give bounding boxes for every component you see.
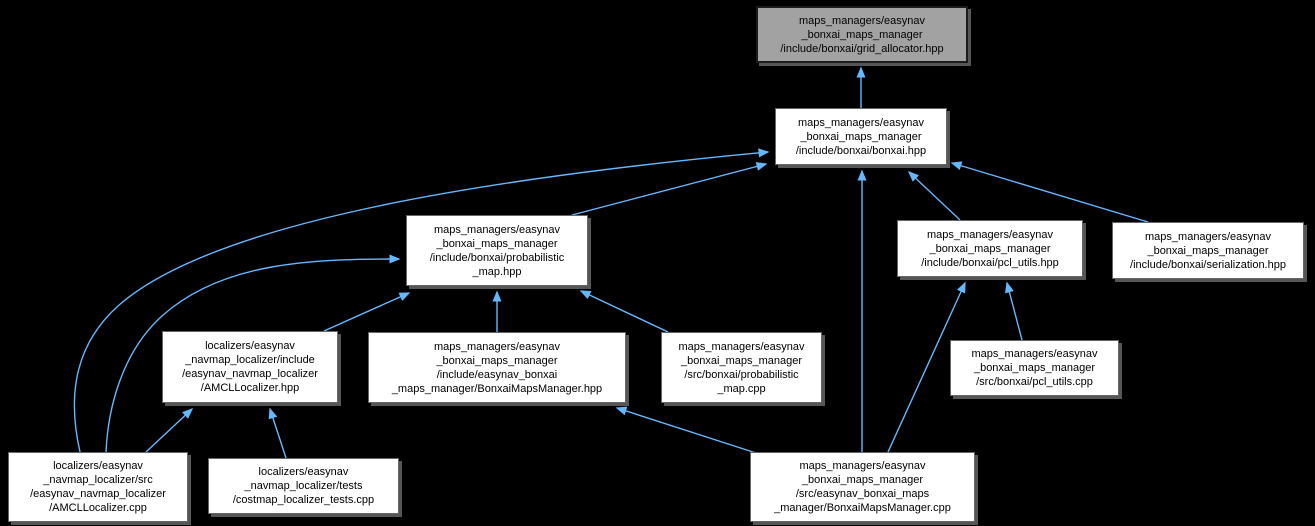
- node-bonxaimapsmanager-cpp[interactable]: maps_managers/easynav _bonxai_maps_manag…: [750, 452, 975, 522]
- node-costmap-localizer-tests-cpp[interactable]: localizers/easynav _navmap_localizer/tes…: [208, 458, 399, 514]
- edge-pcl-utils-cpp-to-pcl-utils-hpp: [1005, 281, 1023, 341]
- edge-amcllocalizer-cpp-to-amcllocalizer-hpp: [145, 407, 194, 453]
- node-grid-allocator-hpp[interactable]: maps_managers/easynav _bonxai_maps_manag…: [756, 6, 968, 63]
- node-probabilistic-map-cpp[interactable]: maps_managers/easynav _bonxai_maps_manag…: [661, 332, 822, 403]
- edge-amcllocalizer-hpp-to-probabilistic-map-hpp: [323, 292, 411, 332]
- edge-probabilistic-map-cpp-to-probabilistic-map-hpp: [579, 290, 669, 333]
- edge-bonxaimapsmanager-cpp-to-pcl-utils-hpp: [887, 281, 966, 453]
- edge-serialization-hpp-to-bonxai-hpp: [950, 161, 1149, 223]
- node-pcl-utils-hpp[interactable]: maps_managers/easynav _bonxai_maps_manag…: [897, 220, 1083, 277]
- edge-bonxaimapsmanager-cpp-to-bonxaimapsmanager-hpp: [615, 406, 757, 454]
- node-amcllocalizer-hpp[interactable]: localizers/easynav _navmap_localizer/inc…: [162, 331, 338, 403]
- node-bonxaimapsmanager-hpp[interactable]: maps_managers/easynav _bonxai_maps_manag…: [368, 332, 626, 403]
- edge-pcl-utils-hpp-to-bonxai-hpp: [907, 170, 961, 221]
- edge-costmap-localizer-tests-cpp-to-amcllocalizer-hpp: [268, 407, 287, 459]
- edge-amcllocalizer-cpp-to-bonxai-hpp: [73, 148, 770, 453]
- node-serialization-hpp[interactable]: maps_managers/easynav _bonxai_maps_manag…: [1112, 222, 1304, 279]
- node-amcllocalizer-cpp[interactable]: localizers/easynav _navmap_localizer/src…: [8, 452, 188, 522]
- node-bonxai-hpp[interactable]: maps_managers/easynav _bonxai_maps_manag…: [775, 108, 947, 165]
- edge-probabilistic-map-hpp-to-bonxai-hpp: [571, 162, 768, 216]
- node-probabilistic-map-hpp[interactable]: maps_managers/easynav _bonxai_maps_manag…: [406, 215, 588, 286]
- edge-amcllocalizer-cpp-to-probabilistic-map-hpp: [105, 254, 401, 453]
- node-pcl-utils-cpp[interactable]: maps_managers/easynav _bonxai_maps_manag…: [950, 340, 1119, 396]
